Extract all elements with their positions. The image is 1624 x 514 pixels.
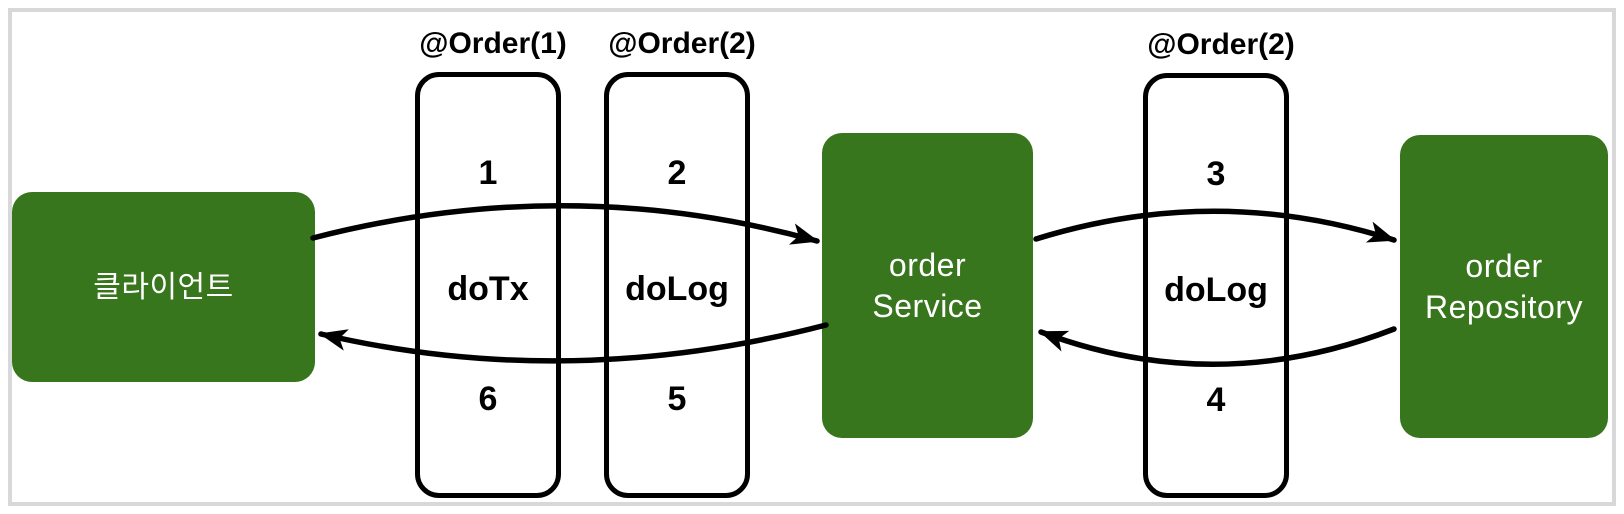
aspect-order2-left-annotation: @Order(2) xyxy=(608,27,756,60)
node-order-service: order Service xyxy=(822,133,1033,438)
aspect-dotx-advice-name: doTx xyxy=(447,270,529,308)
node-order-repository: order Repository xyxy=(1400,135,1608,438)
node-order-repository-label-line2: Repository xyxy=(1425,288,1583,325)
node-client: 클라이언트 xyxy=(12,192,315,382)
diagram-frame-border xyxy=(8,8,1616,506)
aspect-dolog-left-advice-name: doLog xyxy=(625,270,729,308)
node-order-repository-label-line1: order xyxy=(1465,247,1543,284)
aspect-dolog-left-request-step: 2 xyxy=(667,154,687,192)
aspect-order2-right-annotation: @Order(2) xyxy=(1147,28,1295,61)
aspect-dotx-response-step: 6 xyxy=(478,380,498,418)
aspect-dolog-left-response-step: 5 xyxy=(667,380,687,418)
aspect-box-order2-dolog-right: @Order(2) 3 doLog 4 xyxy=(1143,28,1295,498)
aspect-box-order2-dolog-left: @Order(2) 2 doLog 5 xyxy=(604,27,756,498)
aspect-dolog-right-response-step: 4 xyxy=(1206,381,1226,419)
node-order-service-label-line2: Service xyxy=(872,287,983,324)
aspect-dolog-right-advice-name: doLog xyxy=(1164,271,1268,309)
aspect-dotx-request-step: 1 xyxy=(478,154,498,192)
aspect-dolog-right-request-step: 3 xyxy=(1206,155,1226,193)
aspect-order1-annotation: @Order(1) xyxy=(419,27,567,60)
aspect-box-order1-dotx: @Order(1) 1 doTx 6 xyxy=(415,27,567,498)
node-client-label: 클라이언트 xyxy=(93,270,234,304)
node-order-service-label-line1: order xyxy=(888,246,967,283)
